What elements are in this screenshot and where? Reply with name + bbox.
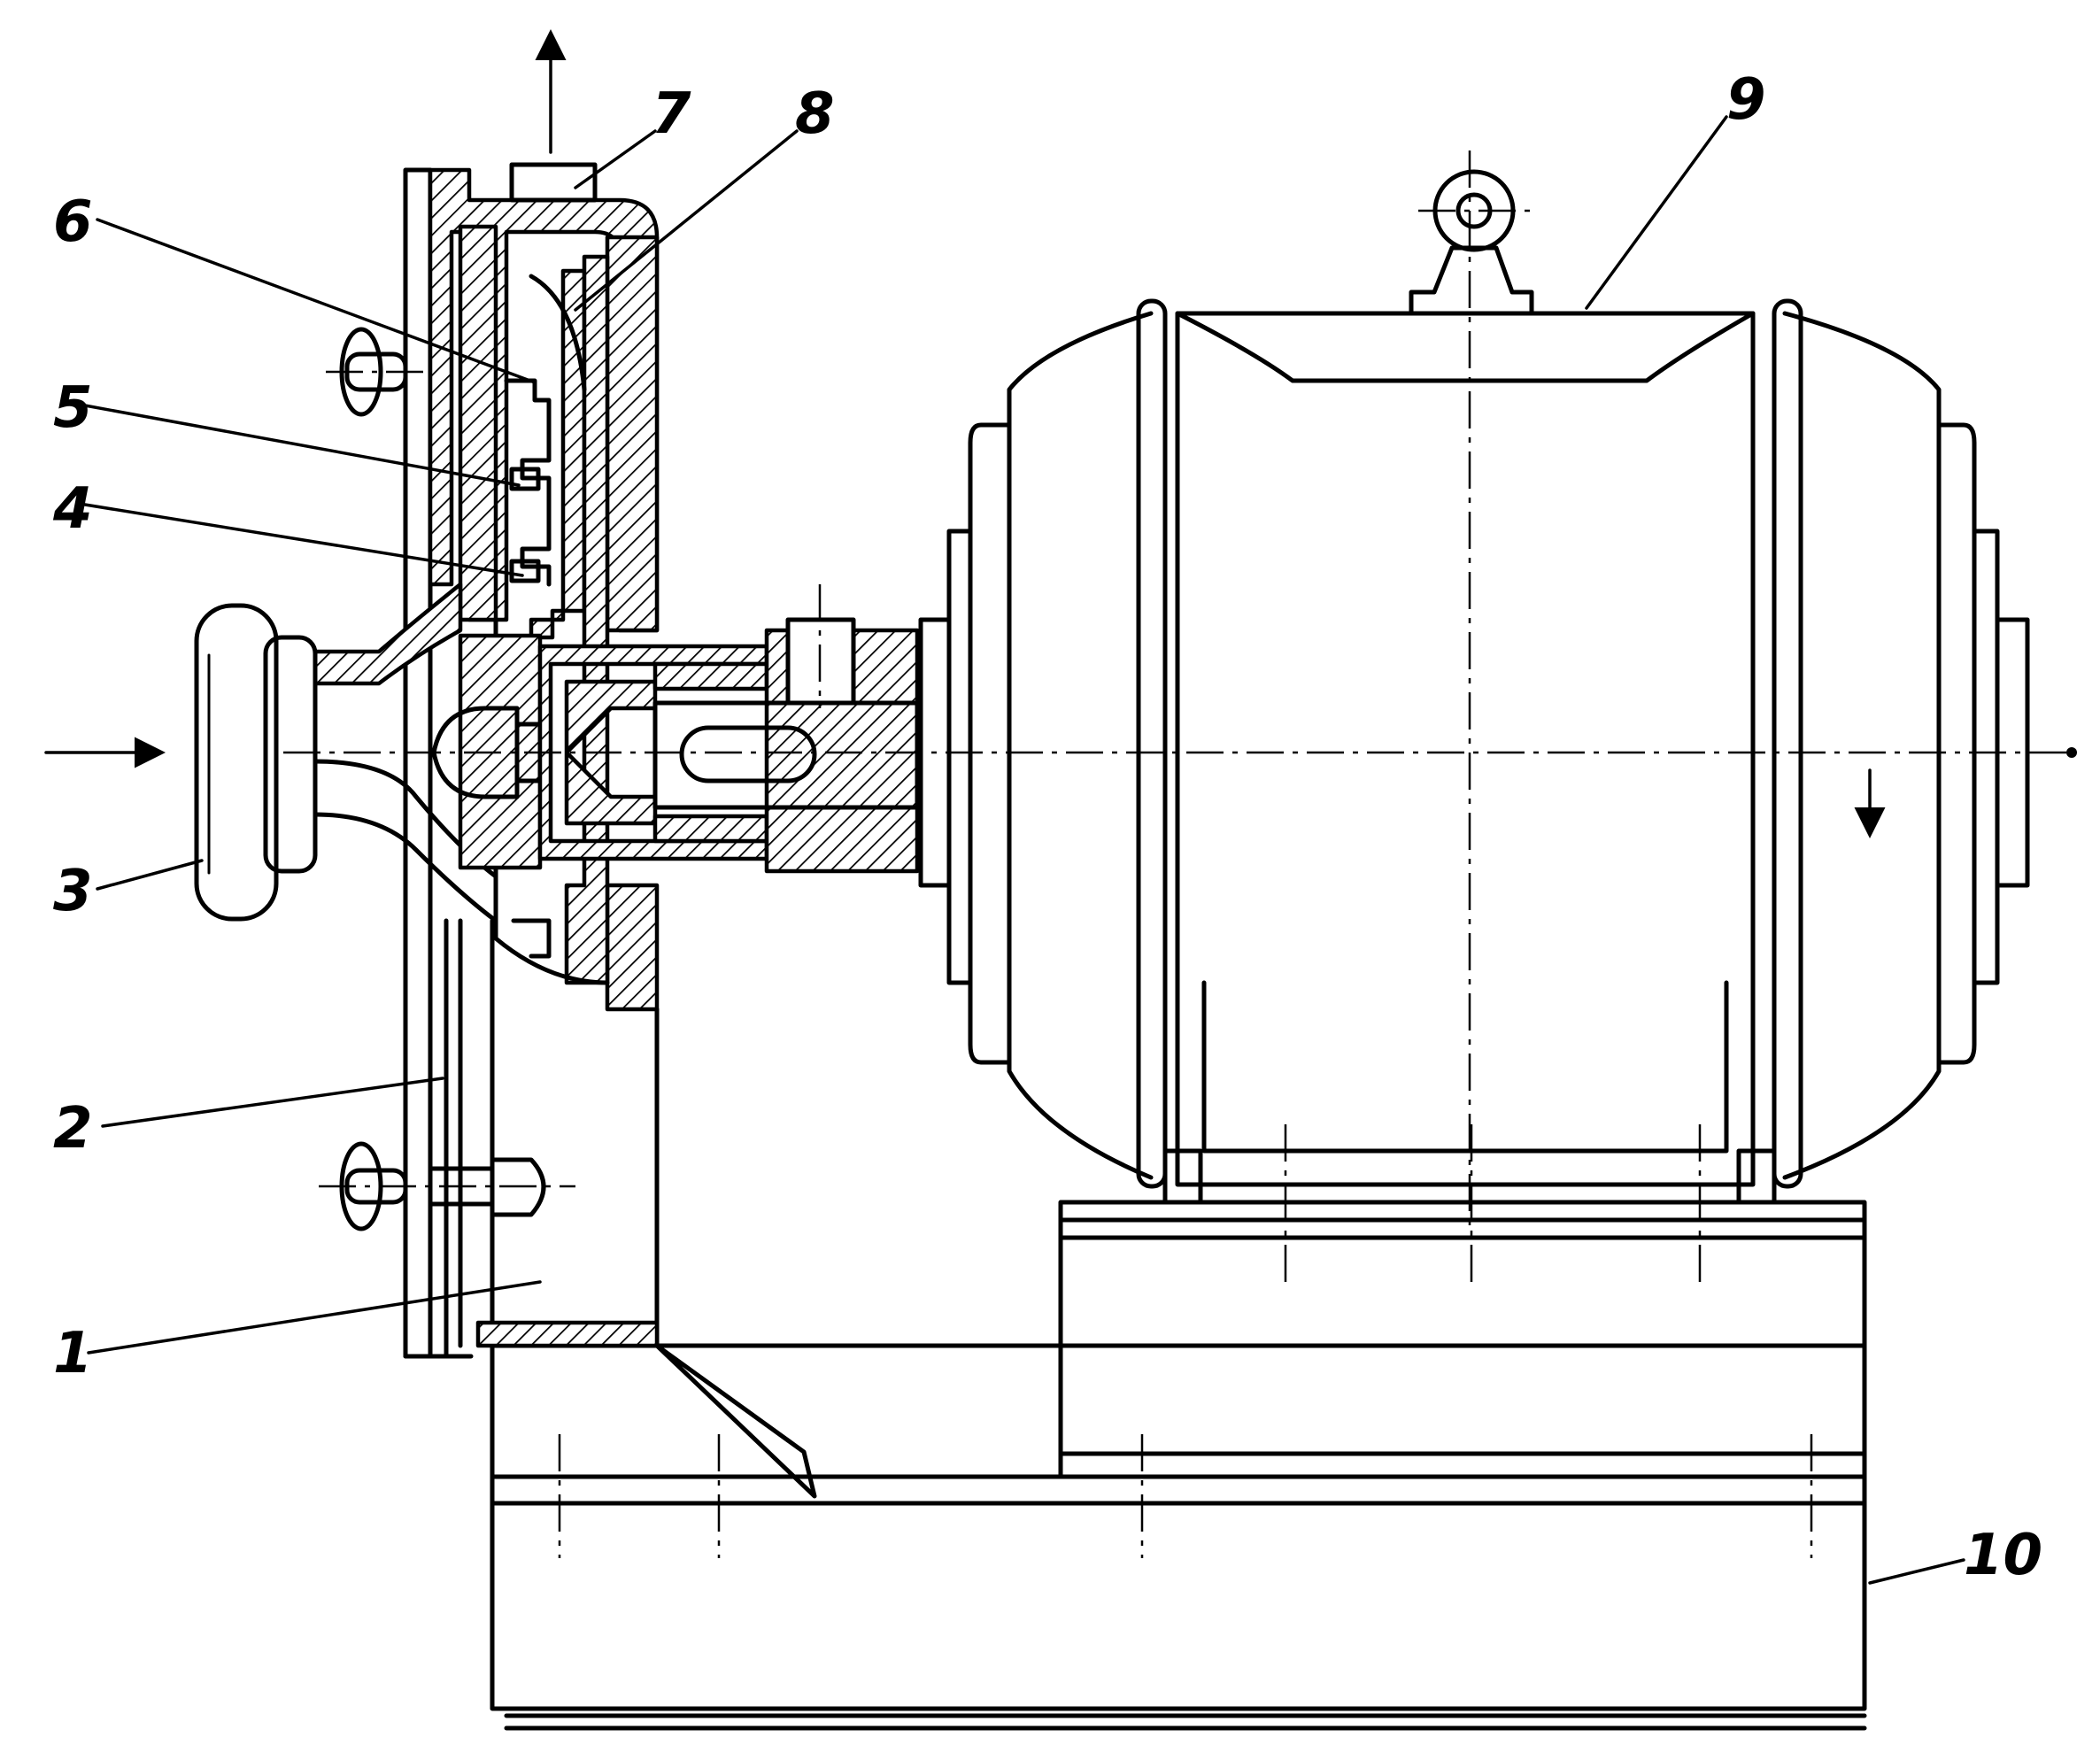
label-6: 6 xyxy=(53,189,93,255)
label-4: 4 xyxy=(52,476,93,542)
label-10: 10 xyxy=(1964,1523,2042,1588)
pump-stand xyxy=(475,918,660,1348)
lifting-eye xyxy=(1409,169,1534,316)
shaft-coupling xyxy=(431,584,920,874)
label-3: 3 xyxy=(53,859,93,924)
impeller-assembly xyxy=(493,254,610,985)
label-7: 7 xyxy=(652,81,691,147)
leader-lines xyxy=(83,115,1965,1585)
label-5: 5 xyxy=(53,375,93,441)
electric-motor xyxy=(918,151,2030,1231)
label-8: 8 xyxy=(795,81,835,147)
suction-inlet xyxy=(194,582,498,923)
wing-screw-bottom xyxy=(319,1141,575,1231)
label-9: 9 xyxy=(1726,67,1766,133)
pump-casing xyxy=(428,162,660,1012)
front-cover xyxy=(319,167,575,1359)
wing-screw-top xyxy=(326,327,443,417)
label-1: 1 xyxy=(53,1321,93,1386)
label-2: 2 xyxy=(53,1096,93,1162)
handwheel xyxy=(194,603,318,922)
axis-end-dot xyxy=(2066,747,2077,758)
base-frame xyxy=(490,1124,1867,1731)
